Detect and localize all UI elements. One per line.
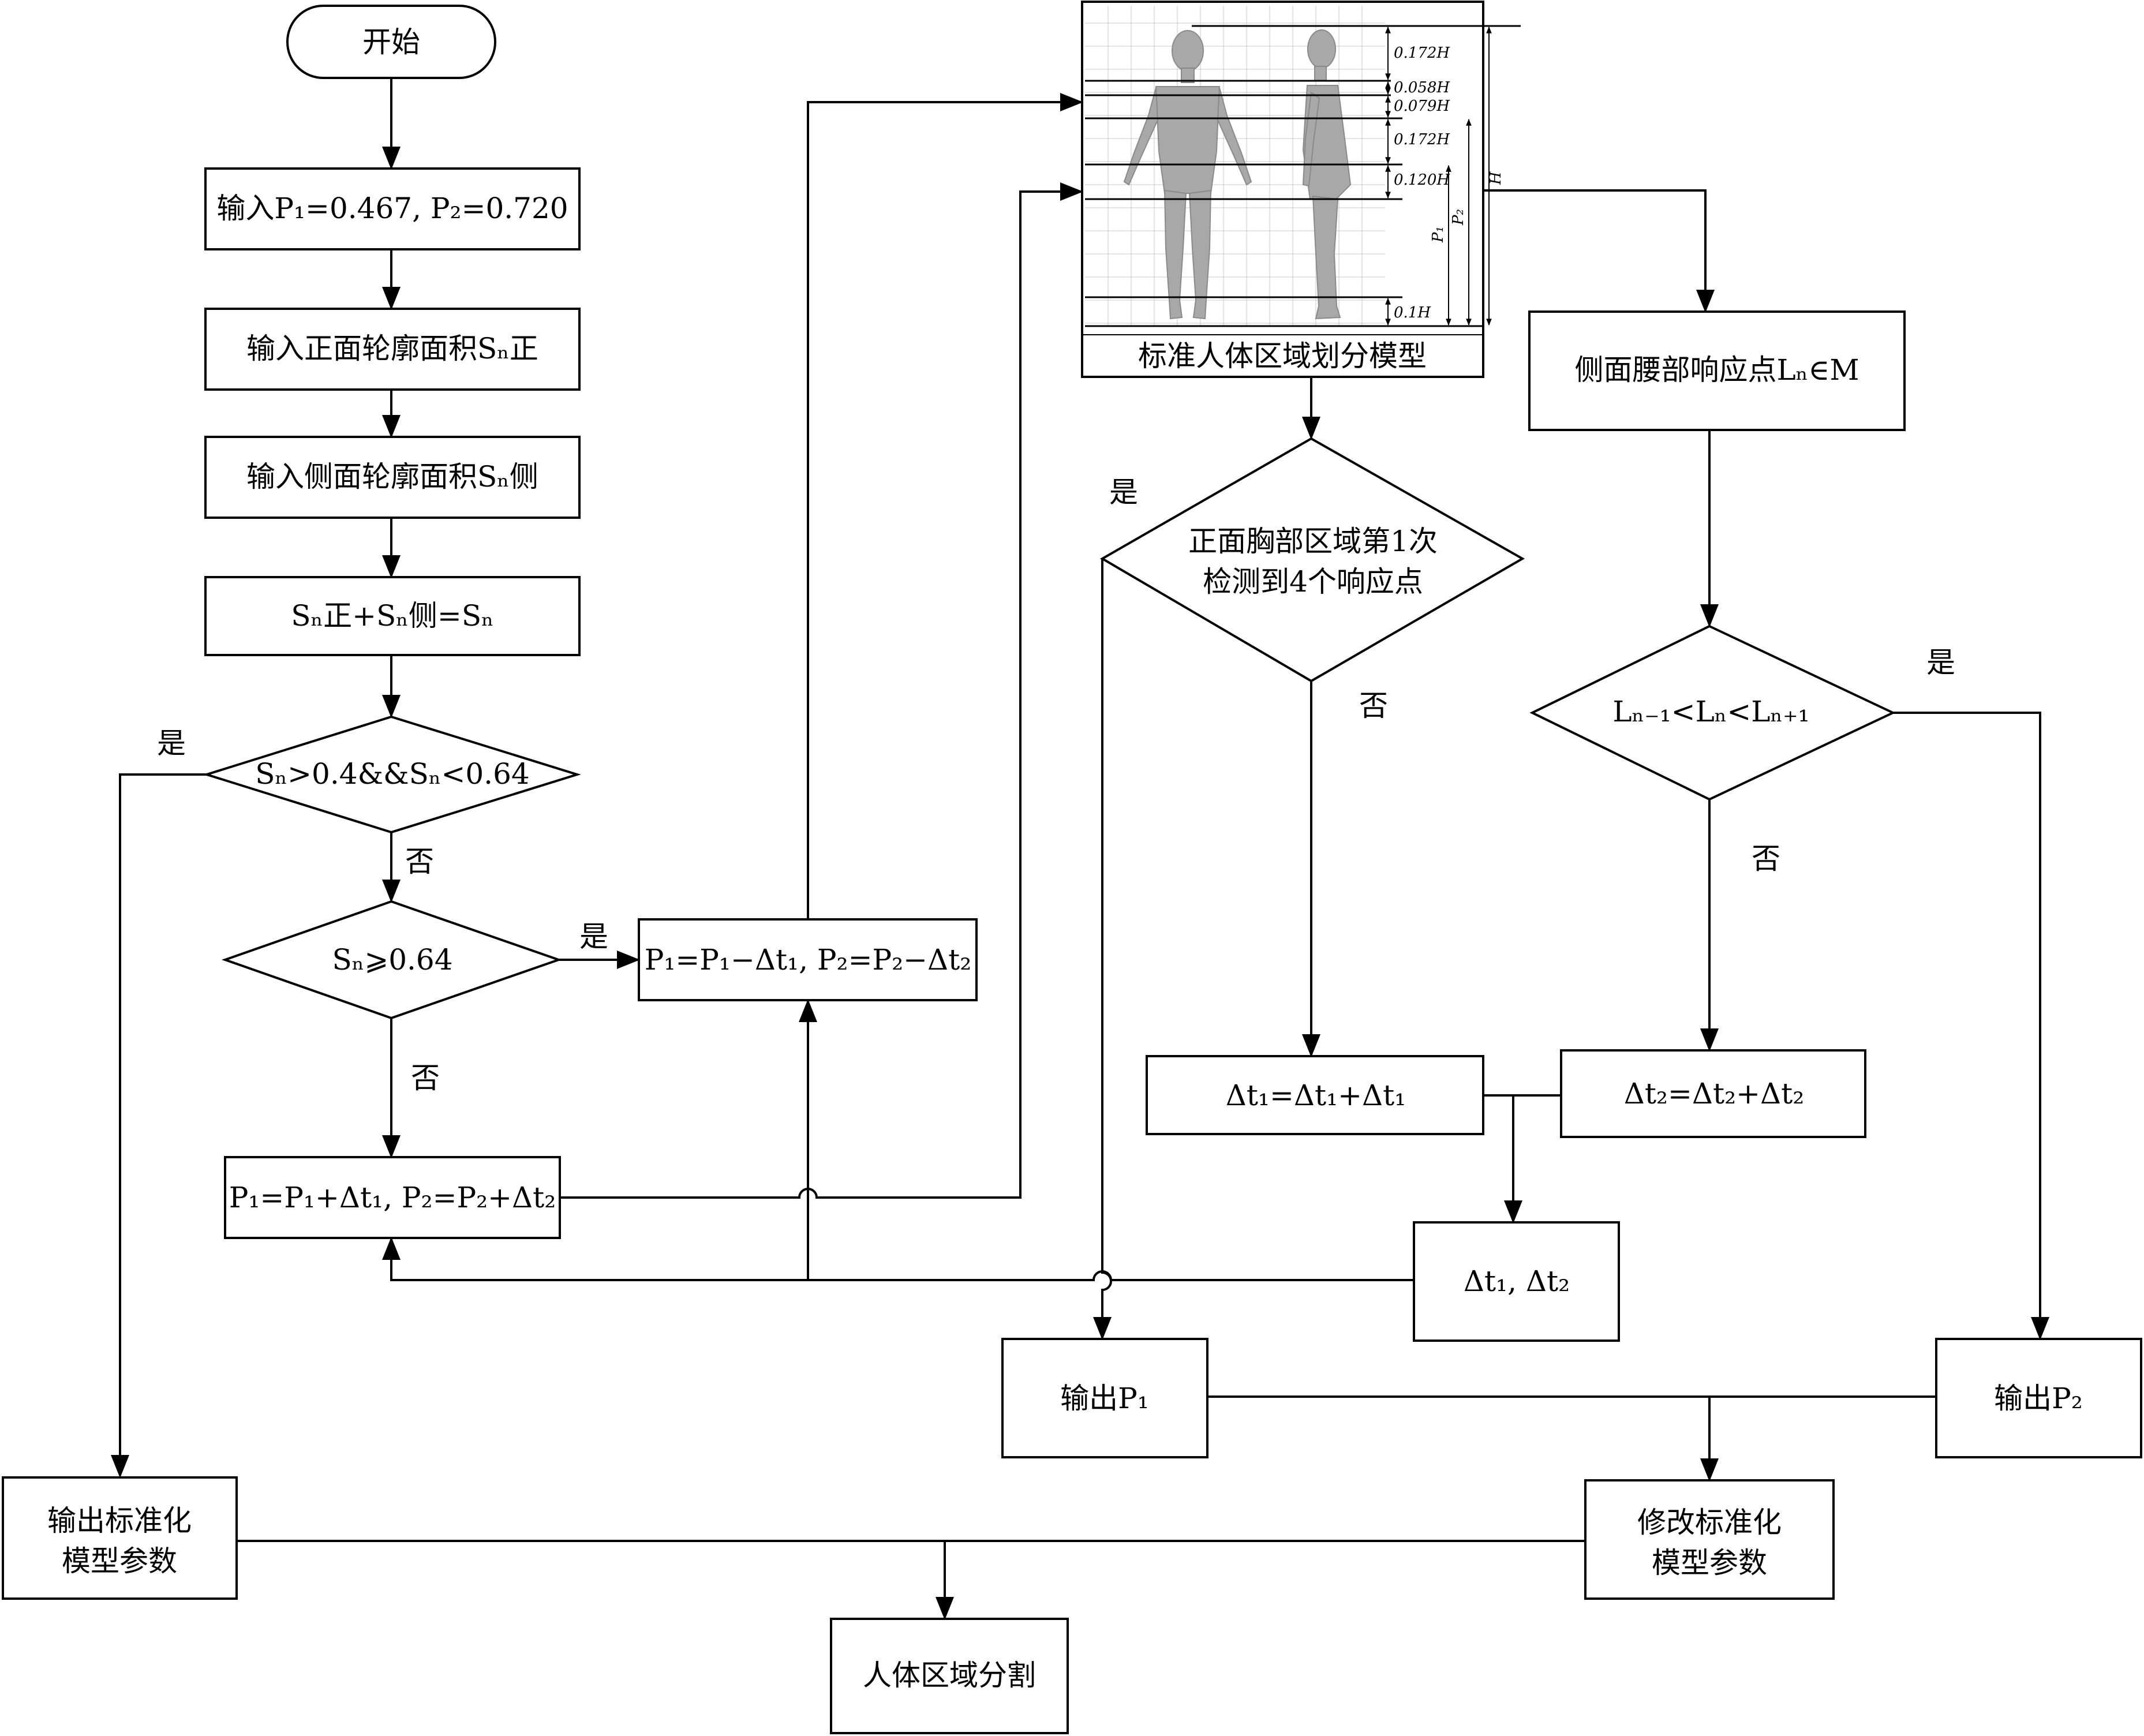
waist-decision-label: Lₙ₋₁<Lₙ<Lₙ₊₁ <box>1612 695 1809 728</box>
dim-label-5: 0.120H <box>1394 171 1450 189</box>
input-p-label: 输入P₁=0.467, P₂=0.720 <box>216 192 568 225</box>
edge-dec-model <box>807 93 1083 919</box>
out-std-node: 输出标准化 模型参数 <box>2 1476 238 1600</box>
side-waist-label: 侧面腰部响应点Lₙ∈M <box>1574 353 1859 387</box>
start-node: 开始 <box>286 5 496 79</box>
decision-range-node: Sₙ>0.4&&Sₙ<0.64 <box>203 715 581 834</box>
dim-label-h: H <box>1487 171 1505 185</box>
front-figure-icon <box>1123 30 1252 320</box>
inc-p-label: P₁=P₁+Δt₁, P₂=P₂+Δt₂ <box>229 1181 556 1214</box>
inc-p-node: P₁=P₁+Δt₁, P₂=P₂+Δt₂ <box>224 1156 561 1239</box>
edge-label-no-ge: 否 <box>411 1061 440 1095</box>
delta2-label: Δt₂=Δt₂+Δt₂ <box>1624 1077 1805 1110</box>
dim-label-p2: P₂ <box>1450 209 1467 226</box>
edge-label-no-range: 否 <box>405 845 434 878</box>
decision-ge-node: Sₙ⩾0.64 <box>221 900 563 1020</box>
modify-label-2: 模型参数 <box>1652 1546 1767 1580</box>
decision-ge-label: Sₙ⩾0.64 <box>332 943 452 976</box>
edge-label-yes-range: 是 <box>157 727 186 760</box>
delta2-node: Δt₂=Δt₂+Δt₂ <box>1560 1049 1866 1138</box>
dec-p-label: P₁=P₁−Δt₁, P₂=P₂−Δt₂ <box>645 943 972 976</box>
chest-decision-label-2: 检测到4个响应点 <box>1203 565 1423 598</box>
edge-label-no-waist: 否 <box>1752 842 1780 876</box>
dec-p-node: P₁=P₁−Δt₁, P₂=P₂−Δt₂ <box>638 918 978 1001</box>
edge-range-yes-output <box>111 773 207 1478</box>
edge-chest-yes-out <box>1093 559 1112 1340</box>
dim-label-1: 0.172H <box>1394 44 1450 62</box>
edge-waist-yes-out <box>1893 712 2049 1340</box>
model-caption: 标准人体区域划分模型 <box>1138 339 1427 373</box>
out-std-label-1: 输出标准化 <box>47 1504 192 1537</box>
dim-label-p1: P₁ <box>1430 226 1447 243</box>
edge-label-no-chest: 否 <box>1359 689 1388 723</box>
modify-node: 修改标准化 模型参数 <box>1584 1479 1835 1600</box>
edge-label-yes-chest: 是 <box>1109 476 1138 509</box>
out-p2-node: 输出P₂ <box>1935 1338 2142 1458</box>
edge-deltas-inc <box>382 1237 1414 1281</box>
delta1-label: Δt₁=Δt₁+Δt₁ <box>1226 1079 1406 1112</box>
chest-decision-label-1: 正面胸部区域第1次 <box>1188 525 1438 558</box>
deltas-label: Δt₁, Δt₂ <box>1464 1264 1570 1298</box>
dim-label-2: 0.058H <box>1394 79 1450 96</box>
dim-label-4: 0.172H <box>1394 131 1450 148</box>
decision-range-label: Sₙ>0.4&&Sₙ<0.64 <box>255 757 529 791</box>
dim-label-6: 0.1H <box>1394 304 1431 321</box>
deltas-node: Δt₁, Δt₂ <box>1413 1221 1620 1342</box>
out-p2-label: 输出P₂ <box>1994 1382 2083 1415</box>
body-model-figure: 0.172H 0.058H 0.079H 0.172H 0.120H 0.1H … <box>1081 1 1521 378</box>
out-std-label-2: 模型参数 <box>62 1544 177 1578</box>
edge-inc-model <box>560 182 1083 1199</box>
dim-label-3: 0.079H <box>1394 98 1450 115</box>
modify-label-1: 修改标准化 <box>1637 1506 1782 1539</box>
out-p1-node: 输出P₁ <box>1001 1338 1208 1458</box>
start-label: 开始 <box>362 25 420 59</box>
sum-node: Sₙ正+Sₙ侧=Sₙ <box>204 576 581 656</box>
input-front-label: 输入正面轮廓面积Sₙ正 <box>246 332 538 365</box>
segment-label: 人体区域分割 <box>863 1659 1036 1692</box>
out-p1-label: 输出P₁ <box>1060 1382 1149 1415</box>
input-side-label: 输入侧面轮廓面积Sₙ侧 <box>246 460 538 493</box>
edge-model-waist <box>1483 189 1715 313</box>
edge-label-yes-ge: 是 <box>579 920 608 953</box>
segment-node: 人体区域分割 <box>830 1618 1069 1734</box>
delta1-node: Δt₁=Δt₁+Δt₁ <box>1146 1055 1484 1135</box>
side-figure-icon <box>1302 29 1352 320</box>
side-waist-node: 侧面腰部响应点Lₙ∈M <box>1528 310 1906 431</box>
sum-label: Sₙ正+Sₙ侧=Sₙ <box>291 599 493 633</box>
chest-decision-node: 正面胸部区域第1次 检测到4个响应点 <box>1100 437 1525 683</box>
input-side-node: 输入侧面轮廓面积Sₙ侧 <box>204 436 581 519</box>
input-front-node: 输入正面轮廓面积Sₙ正 <box>204 308 581 391</box>
edge-label-yes-waist: 是 <box>1926 646 1955 679</box>
input-p-node: 输入P₁=0.467, P₂=0.720 <box>204 167 581 250</box>
waist-decision-node: Lₙ₋₁<Lₙ<Lₙ₊₁ <box>1529 624 1896 801</box>
